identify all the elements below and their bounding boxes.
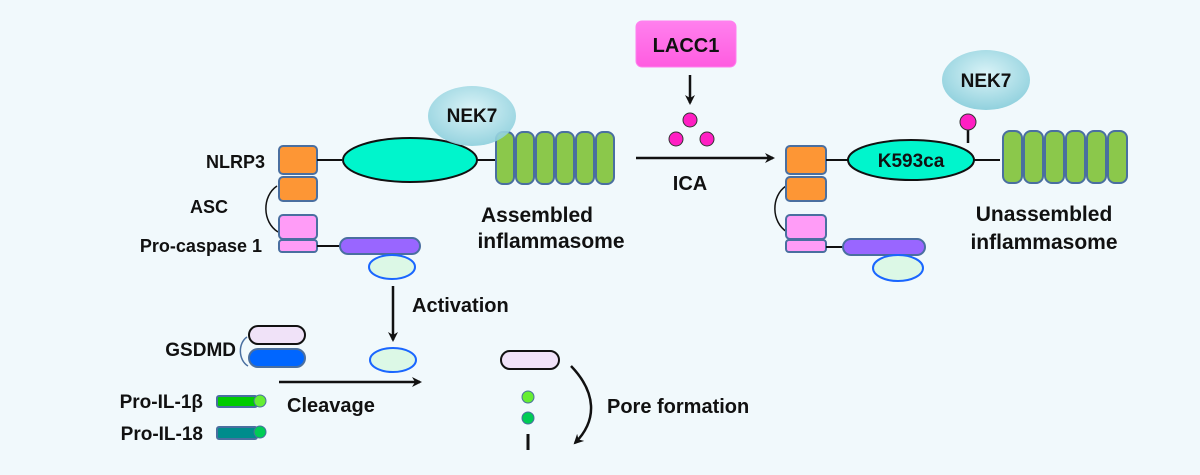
lrr-segment: [555, 131, 575, 185]
ica-label: ICA: [673, 173, 707, 195]
unassembled-caption-2: inflammasome: [970, 231, 1117, 254]
caspase1-p10-domain: [872, 254, 924, 282]
gsdmd-n-fragment: [500, 350, 560, 370]
caspase1-p20-domain: [842, 238, 926, 256]
il18-mature: [521, 411, 535, 425]
lacc1-box: [635, 20, 737, 68]
pro-caspase1-label: Pro-caspase 1: [140, 236, 262, 256]
asc-bracket: [265, 185, 279, 233]
ica-molecule: [699, 131, 715, 147]
unassembled-inflammasome: K593ca NEK7 Unassembled inflammasome: [774, 50, 1128, 282]
lrr-segment: [1044, 130, 1065, 184]
caspase1-p20-domain: [339, 237, 421, 255]
unassembled-caption: Unassembled: [976, 203, 1113, 226]
pore-formation-label: Pore formation: [607, 396, 749, 418]
ica-modification: [959, 113, 977, 131]
lrr-domain: [1002, 130, 1128, 184]
lrr-segment: [1065, 130, 1086, 184]
lrr-segment: [1086, 130, 1107, 184]
active-caspase1: [369, 347, 417, 373]
pro-il1b-prodomain: [216, 395, 258, 408]
pyroptosis-pathway: Activation GSDMD Pro-IL-1β Pro-IL-18 Cle…: [120, 286, 749, 450]
il18-mature: [253, 425, 267, 439]
assembled-caption: Assembled: [481, 204, 593, 227]
lrr-segment: [595, 131, 615, 185]
nek7-label: NEK7: [961, 71, 1012, 92]
nacht-domain: [342, 137, 478, 183]
nlrp3-pyd-domain: [785, 145, 827, 175]
lacc1-label: LACC1: [653, 35, 720, 57]
ica-molecule: [682, 112, 698, 128]
ica-molecule: [668, 131, 684, 147]
activation-label: Activation: [412, 295, 509, 317]
il1b-mature: [521, 390, 535, 404]
assembled-inflammasome: NLRP3 ASC Pro-caspase 1 NEK7: [140, 86, 625, 280]
gsdmd-n-terminal: [248, 325, 306, 345]
k593ca-label: K593ca: [878, 151, 945, 172]
asc-pyd-domain: [278, 176, 318, 202]
nek7-bubble: [428, 86, 516, 146]
asc-card-domain: [785, 214, 827, 240]
pro-il18-prodomain: [216, 426, 258, 440]
lrr-segment: [1002, 130, 1023, 184]
asc-pyd-domain: [785, 176, 827, 202]
nlrp3-label: NLRP3: [206, 152, 265, 172]
caspase1-p10-domain: [368, 254, 416, 280]
asc-card-domain: [278, 214, 318, 240]
asc-bracket: [774, 185, 788, 233]
lrr-segment: [575, 131, 595, 185]
lrr-domain: [495, 131, 615, 185]
lrr-segment: [515, 131, 535, 185]
caspase1-card-domain: [785, 239, 827, 253]
nek7-bubble: [942, 50, 1030, 110]
pro-il18-label: Pro-IL-18: [121, 424, 203, 445]
cleavage-label: Cleavage: [287, 395, 375, 417]
lrr-segment: [1107, 130, 1128, 184]
asc-label: ASC: [190, 197, 228, 217]
pro-il1b-label: Pro-IL-1β: [120, 392, 203, 413]
nlrp3-pyd-domain: [278, 145, 318, 175]
lacc1-ica-pathway: LACC1 ICA: [635, 20, 775, 195]
assembled-caption-2: inflammasome: [477, 230, 624, 253]
lrr-segment: [535, 131, 555, 185]
caspase1-card-domain: [278, 239, 318, 253]
lrr-segment: [1023, 130, 1044, 184]
il1b-mature: [253, 394, 267, 408]
gsdmd-c-terminal: [248, 348, 306, 368]
gsdmd-label: GSDMD: [165, 340, 236, 361]
gsdmd-bracket: [239, 336, 249, 367]
pore-formation-arrow: [570, 365, 593, 445]
nek7-label: NEK7: [447, 106, 498, 127]
